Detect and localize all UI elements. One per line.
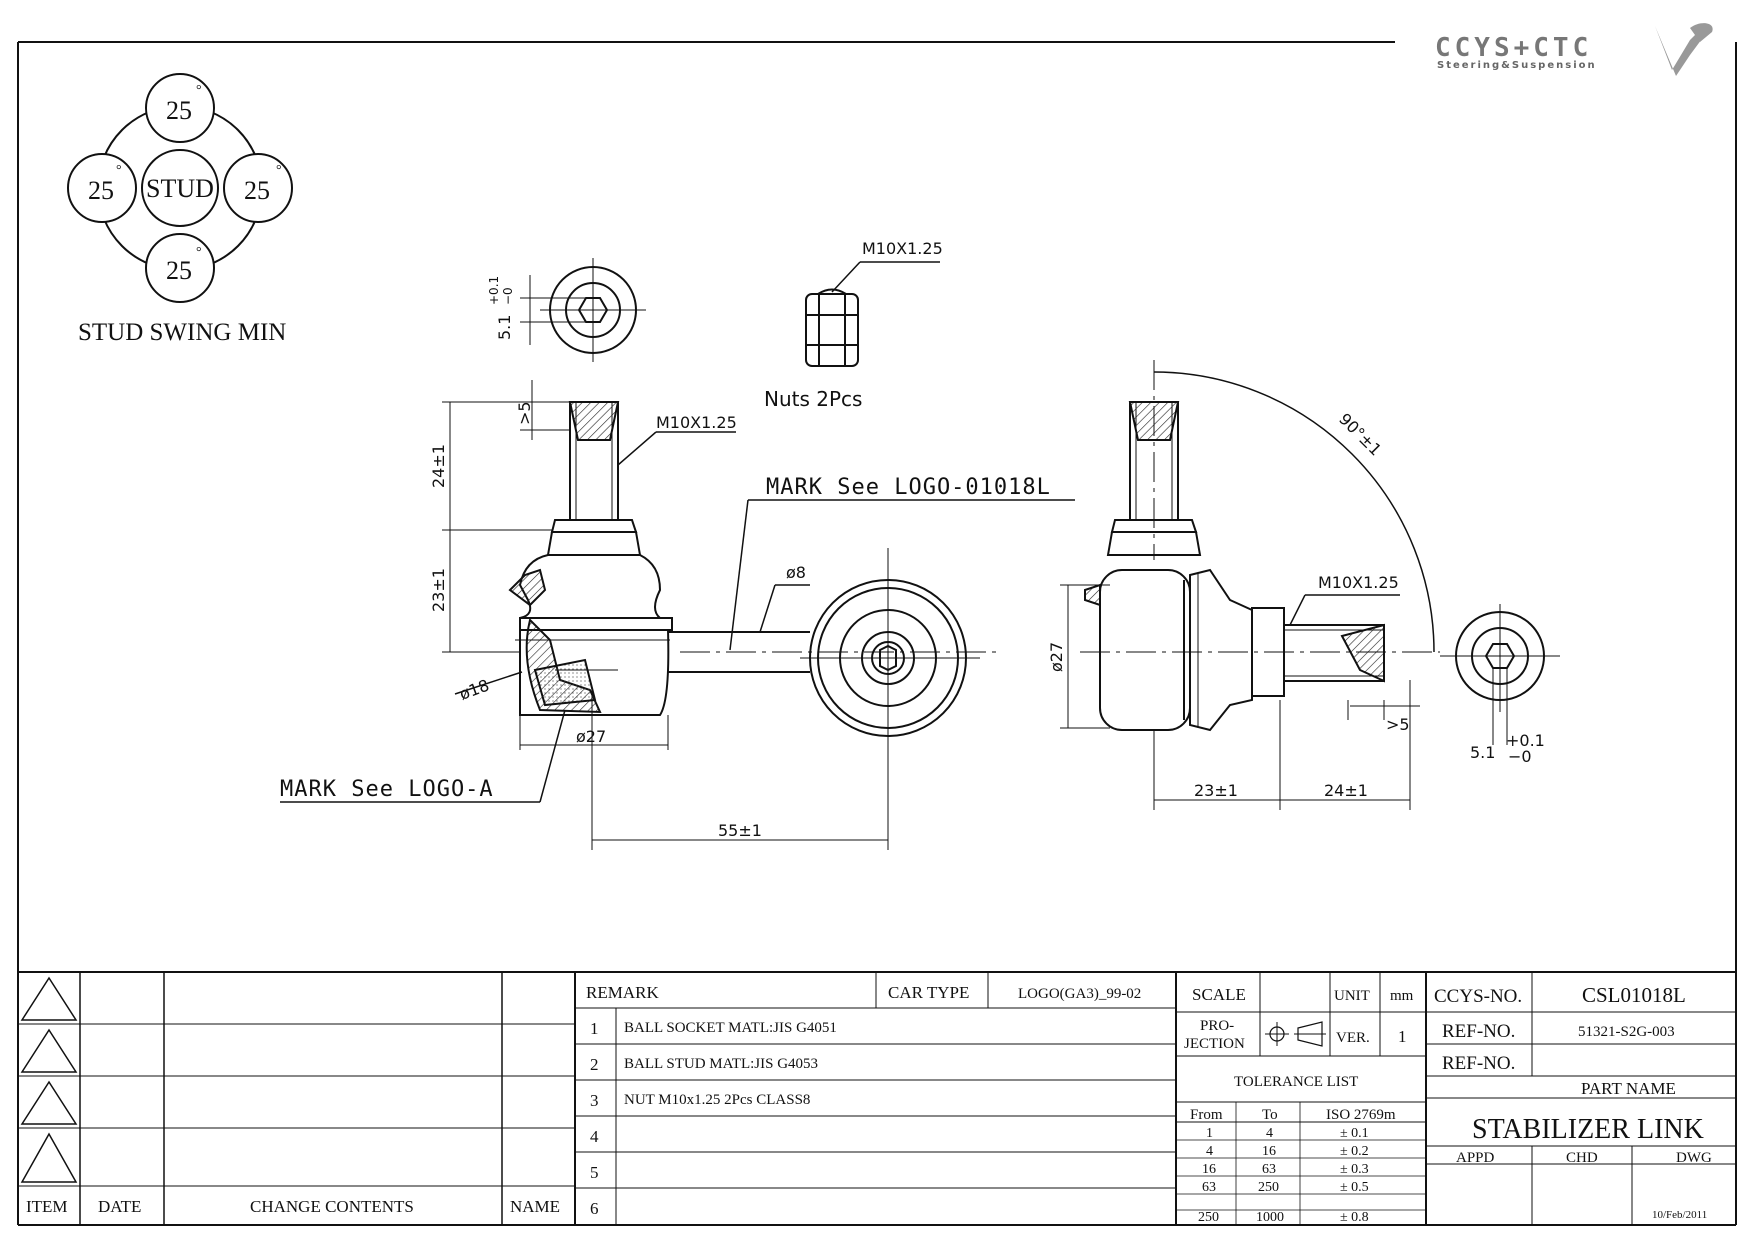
remark-no: 6 xyxy=(590,1199,599,1218)
svg-text:4: 4 xyxy=(1266,1126,1273,1141)
svg-text:250: 250 xyxy=(1198,1210,1219,1225)
mark-logo-a-note: MARK See LOGO-A xyxy=(280,777,494,802)
ver-label: VER. xyxy=(1336,1030,1370,1046)
unit-label: UNIT xyxy=(1334,988,1370,1004)
svg-text:63: 63 xyxy=(1262,1162,1276,1177)
dim-min-5: >5 xyxy=(515,401,534,425)
svg-text:63: 63 xyxy=(1202,1180,1216,1195)
svg-text:From: From xyxy=(1190,1107,1223,1123)
dim-len-55: 55±1 xyxy=(718,821,762,840)
main-view xyxy=(280,380,1075,850)
dim-hex-side: 5.1 xyxy=(1470,743,1495,762)
swing-caption: STUD SWING MIN xyxy=(78,319,286,346)
remark-no: 5 xyxy=(590,1163,599,1182)
chd-label: CHD xyxy=(1566,1150,1598,1166)
rev-header-change: CHANGE CONTENTS xyxy=(250,1197,414,1216)
svg-text:JECTION: JECTION xyxy=(1184,1036,1245,1052)
ver-value: 1 xyxy=(1398,1027,1407,1046)
dim-len-23: 23±1 xyxy=(429,568,448,612)
remark-item: BALL SOCKET MATL:JIS G4051 xyxy=(624,1020,837,1036)
swing-angle-top: 25 xyxy=(166,96,192,125)
svg-text:Steering&Suspension: Steering&Suspension xyxy=(1437,60,1597,71)
tolerance-table: 1 4 ± 0.1 4 16 ± 0.2 16 63 ± 0.3 63 250 … xyxy=(1198,1126,1369,1225)
remark-no: 1 xyxy=(590,1019,599,1038)
swing-angle-bottom: 25 xyxy=(166,256,192,285)
dim-dia-27: ø27 xyxy=(576,727,606,746)
dwg-label: DWG xyxy=(1676,1150,1712,1166)
mark-logo-note: MARK See LOGO-01018L xyxy=(766,475,1051,500)
rev-header-name: NAME xyxy=(510,1197,560,1216)
top-hex-view xyxy=(520,258,646,362)
svg-text:1000: 1000 xyxy=(1256,1210,1284,1225)
svg-text:°: ° xyxy=(276,163,282,178)
svg-text:To: To xyxy=(1262,1107,1278,1123)
dim-side-dia-27: ø27 xyxy=(1047,642,1066,672)
remark-item: BALL STUD MATL:JIS G4053 xyxy=(624,1056,818,1072)
dim-len-24: 24±1 xyxy=(429,444,448,488)
dim-side-min-5: >5 xyxy=(1386,715,1410,734)
dim-side-23: 23±1 xyxy=(1194,781,1238,800)
svg-text:CCYS+CTC: CCYS+CTC xyxy=(1435,33,1592,63)
svg-text:16: 16 xyxy=(1202,1162,1216,1177)
car-type-value: LOGO(GA3)_99-02 xyxy=(1018,986,1141,1002)
svg-text:± 0.5: ± 0.5 xyxy=(1340,1180,1369,1195)
tolerance-title: TOLERANCE LIST xyxy=(1234,1074,1358,1090)
car-type-label: CAR TYPE xyxy=(888,983,969,1002)
drawing-date: 10/Feb/2011 xyxy=(1652,1209,1707,1221)
svg-text:1: 1 xyxy=(1206,1126,1213,1141)
svg-text:−0: −0 xyxy=(1508,747,1532,766)
title-block xyxy=(18,971,1736,1225)
svg-text:°: ° xyxy=(196,83,202,98)
dim-side-thread: M10X1.25 xyxy=(1318,573,1399,592)
part-name: STABILIZER LINK xyxy=(1472,1114,1704,1145)
nuts-label: Nuts 2Pcs xyxy=(764,387,862,411)
svg-text:°: ° xyxy=(196,245,202,260)
svg-text:+0.1: +0.1 xyxy=(1506,731,1545,750)
dim-dia-18: ø18 xyxy=(457,676,492,704)
ccys-number: CSL01018L xyxy=(1582,983,1686,1007)
swing-angle-right: 25 xyxy=(244,176,270,205)
ccys-label: CCYS-NO. xyxy=(1434,986,1522,1007)
ref-label-2: REF-NO. xyxy=(1442,1053,1515,1074)
dim-hex-top: 5.1 xyxy=(495,315,514,340)
appd-label: APPD xyxy=(1456,1150,1495,1166)
ref-number: 51321-S2G-003 xyxy=(1578,1024,1675,1040)
dim-stud-thread: M10X1.25 xyxy=(656,413,737,432)
rev-header-date: DATE xyxy=(98,1197,141,1216)
svg-text:± 0.2: ± 0.2 xyxy=(1340,1144,1369,1159)
remark-no: 2 xyxy=(590,1055,599,1074)
company-logo: CCYS+CTC Steering&Suspension xyxy=(1435,23,1713,76)
svg-text:+0.1: +0.1 xyxy=(487,276,501,305)
remark-no: 3 xyxy=(590,1091,599,1110)
scale-label: SCALE xyxy=(1192,985,1246,1004)
svg-text:16: 16 xyxy=(1262,1144,1276,1159)
svg-text:4: 4 xyxy=(1206,1144,1213,1159)
svg-text:250: 250 xyxy=(1258,1180,1279,1195)
part-name-label: PART NAME xyxy=(1581,1079,1676,1098)
svg-text:−0: −0 xyxy=(501,287,515,305)
dim-angle-90: 90°±1 xyxy=(1335,409,1385,459)
remark-header: REMARK xyxy=(586,983,659,1002)
side-view xyxy=(1060,360,1560,810)
projection-label: PRO- xyxy=(1200,1018,1234,1034)
svg-text:± 0.1: ± 0.1 xyxy=(1340,1126,1369,1141)
stud-swing-diagram xyxy=(67,73,293,303)
dim-side-24: 24±1 xyxy=(1324,781,1368,800)
rev-header-item: ITEM xyxy=(26,1197,68,1216)
dim-dia-8: ø8 xyxy=(786,563,806,582)
swing-angle-left: 25 xyxy=(88,176,114,205)
nut-drawing xyxy=(805,261,940,367)
svg-text:ISO 2769m: ISO 2769m xyxy=(1326,1107,1396,1123)
ref-label: REF-NO. xyxy=(1442,1021,1515,1042)
svg-text:± 0.3: ± 0.3 xyxy=(1340,1162,1369,1177)
unit-value: mm xyxy=(1390,988,1414,1004)
swing-center-label: STUD xyxy=(146,174,214,203)
svg-text:± 0.8: ± 0.8 xyxy=(1340,1210,1369,1225)
remark-item: NUT M10x1.25 2Pcs CLASS8 xyxy=(624,1092,810,1108)
svg-text:°: ° xyxy=(116,163,122,178)
remark-no: 4 xyxy=(590,1127,599,1146)
dim-nut-thread: M10X1.25 xyxy=(862,239,943,258)
sheet-border xyxy=(17,41,1737,1226)
